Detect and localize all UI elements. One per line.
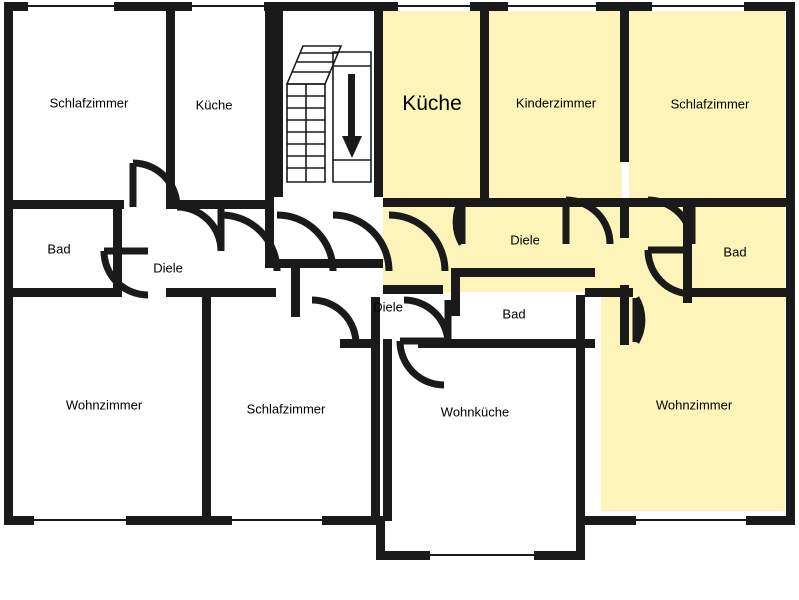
room-label-bad-right: Bad (723, 244, 747, 260)
bumpout-wall-left (376, 516, 385, 560)
room-label-schlafzimmer-right: Schlafzimmer (670, 96, 750, 112)
wall-left-kueche-bottom (166, 200, 274, 209)
wall-center-diele-top (265, 259, 383, 268)
wall-right-schlaf-bottom (629, 198, 795, 207)
room-label-schlafzimmer-left: Schlafzimmer (49, 95, 129, 111)
outer-wall-left (4, 2, 13, 525)
wall-stair-right (374, 2, 383, 197)
wall-left-schlaf2-right (371, 297, 380, 522)
wall-right-corridor-left (620, 285, 629, 345)
wall-left-diele-right (265, 207, 274, 265)
staircase (283, 40, 375, 183)
wall-right-diele-bottom (383, 285, 443, 294)
room-label-diele-left: Diele (153, 260, 183, 276)
highlight-kinderzimmer (489, 8, 622, 204)
room-label-bad-center: Bad (502, 306, 526, 322)
outer-wall-right (786, 2, 795, 525)
wall-center-wohnkueche-left (383, 339, 392, 521)
window-bottom-3-line (430, 554, 534, 556)
wall-stair-left (274, 2, 283, 197)
wall-right-kueche-bottom (383, 198, 481, 207)
window-top-3-line (398, 5, 470, 7)
room-label-kinderzimmer: Kinderzimmer (515, 95, 597, 111)
room-label-bad-left: Bad (47, 241, 71, 257)
highlight-kueche (383, 8, 482, 204)
room-label-kueche-right: Küche (402, 92, 462, 115)
wall-right-bad-bottom (683, 288, 795, 297)
window-top-2-line (192, 5, 264, 7)
wall-left-bad-bottom2 (4, 288, 122, 297)
wall-center-diele-left (291, 259, 300, 317)
window-top-4-line (508, 5, 596, 7)
wall-center-wohnkueche-leftdoor (340, 339, 380, 348)
wall-right-kinder-right (620, 2, 629, 162)
room-label-diele-center: Diele (373, 299, 403, 315)
outer-wall-bottom-left (4, 516, 380, 525)
wall-left-wohn-right (202, 297, 211, 522)
window-top-5-line (652, 5, 744, 7)
window-bottom-4-line (636, 519, 746, 521)
wall-center-bad-top (451, 268, 595, 277)
bumpout-wall-right (576, 516, 585, 560)
wall-left-bad-bottom (4, 200, 124, 209)
wall-right-kinder-bottom (489, 198, 629, 207)
window-top-1-line (28, 5, 114, 7)
wall-right-kueche-right (480, 2, 489, 207)
room-label-kueche-left: Küche (195, 97, 233, 113)
wall-left-diele-bottom (166, 288, 276, 297)
room-label-schlafzimmer-center: Schlafzimmer (246, 401, 326, 417)
window-bottom-1-line (34, 519, 126, 521)
highlight-wohnzimmer (601, 295, 785, 511)
wall-center-bad-bottom (418, 339, 595, 348)
wall-left-schlafzimmer-right (166, 2, 175, 207)
wall-right-diele-right (683, 207, 692, 303)
wall-center-bad-left (451, 268, 460, 316)
room-label-wohnzimmer-left: Wohnzimmer (65, 397, 143, 413)
wall-right-wohn-top (585, 288, 633, 297)
wall-right-schlaf-left-low (620, 198, 629, 238)
window-bottom-2-line (232, 519, 322, 521)
highlight-bad (690, 204, 785, 294)
wall-center-wohnkueche-right (576, 295, 585, 521)
room-label-wohnkueche: Wohnküche (440, 404, 510, 420)
room-label-wohnzimmer-right: Wohnzimmer (655, 397, 733, 413)
wall-left-kueche-right (265, 2, 274, 207)
room-label-diele-right: Diele (510, 232, 540, 248)
